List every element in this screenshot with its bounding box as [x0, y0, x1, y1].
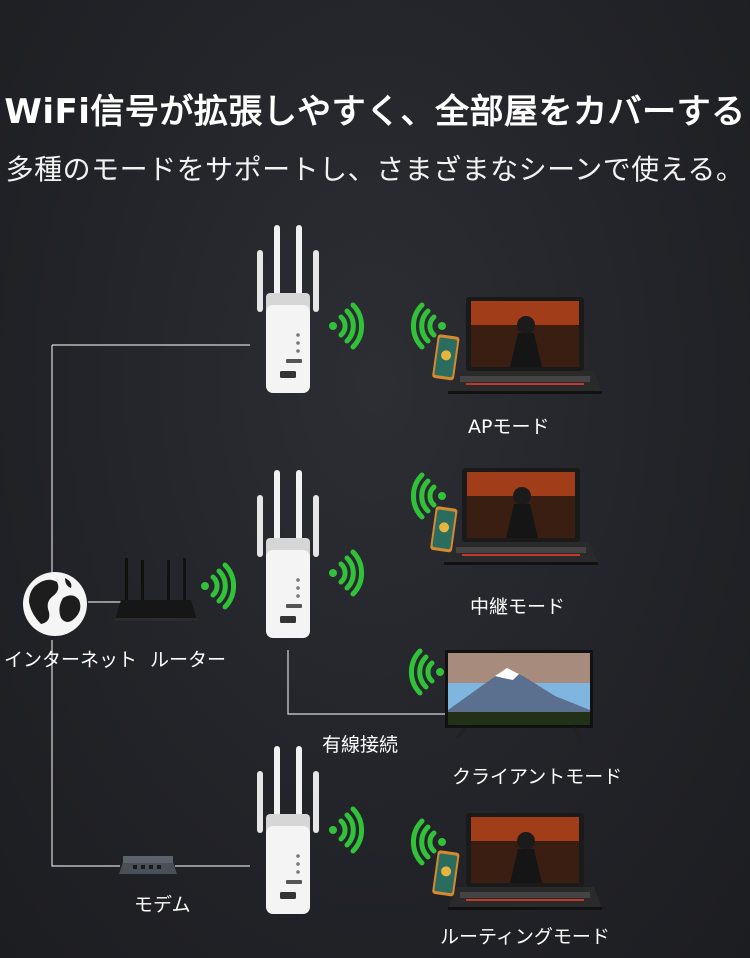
- wifi-icon: [329, 809, 362, 851]
- router-icon: [115, 558, 197, 621]
- modem-label: モデム: [134, 894, 191, 916]
- wifi-icon: [329, 552, 362, 594]
- extender-routing: [257, 746, 319, 914]
- laptop-routing: [448, 813, 602, 910]
- extender-repeater: [257, 470, 319, 638]
- wifi-icon: [411, 651, 444, 693]
- wifi-icon: [329, 305, 362, 347]
- extender-ap: [257, 225, 319, 393]
- page-title: WiFi信号が拡張しやすく、全部屋をカバーする: [4, 92, 746, 132]
- laptop-ap: [448, 297, 602, 394]
- tv-icon: [445, 650, 593, 739]
- modem-icon: [119, 856, 177, 874]
- connection-lines: [51, 344, 445, 867]
- page-subtitle: 多種のモードをサポートし、さまざまなシーンで使える。: [5, 153, 745, 186]
- laptop-repeater: [444, 468, 598, 565]
- router-label: ルーター: [150, 649, 227, 671]
- globe-icon: [23, 572, 87, 636]
- ap-mode-label: APモード: [468, 416, 550, 438]
- wifi-icon: [201, 565, 234, 607]
- routing-mode-label: ルーティングモード: [440, 926, 610, 948]
- client-mode-label: クライアントモード: [452, 766, 623, 788]
- internet-label: インターネット: [4, 649, 138, 671]
- repeater-mode-label: 中継モード: [470, 596, 566, 618]
- wired-connection-label: 有線接続: [322, 734, 399, 756]
